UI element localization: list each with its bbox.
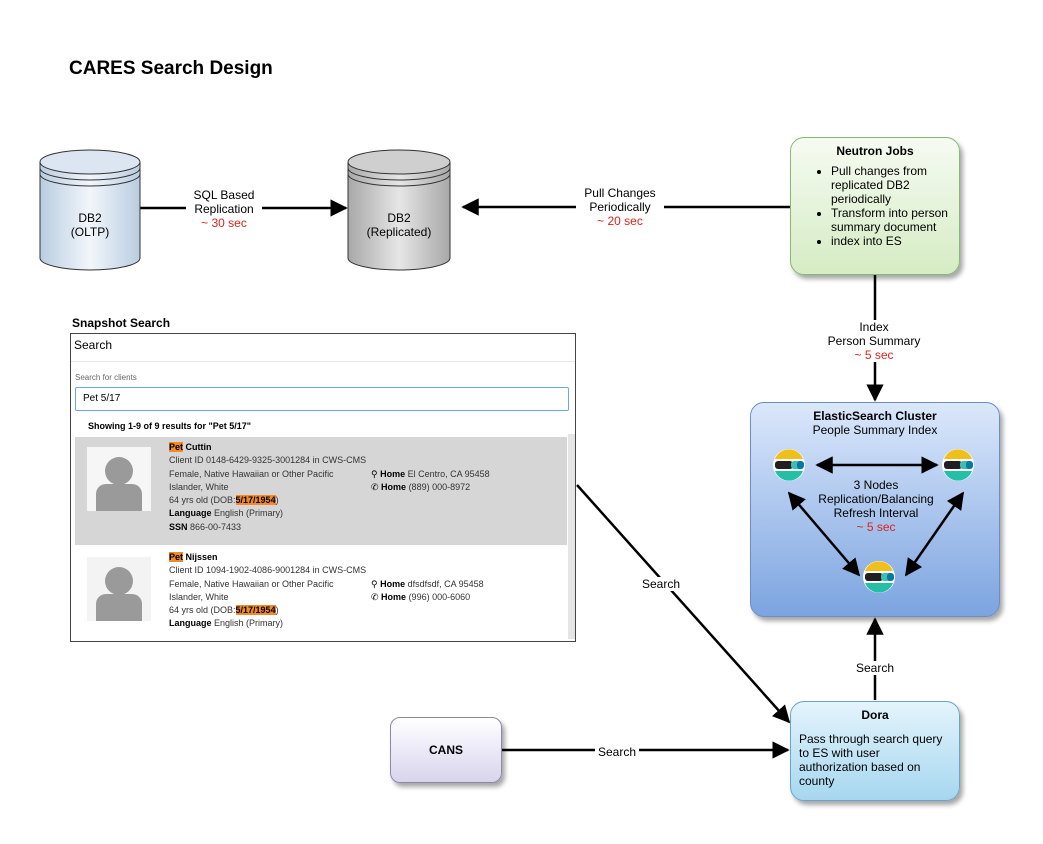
db2-replicated-label: DB2(Replicated)	[366, 211, 432, 239]
person-placeholder-icon	[87, 447, 151, 511]
divider	[71, 361, 575, 362]
sql-replication-label: SQL Based Replication ~ 30 sec	[186, 188, 262, 230]
scrollbar[interactable]	[568, 434, 575, 639]
dora-title: Dora	[861, 708, 889, 722]
client-id: Client ID 1094-1902-4086-9001284 in CWS-…	[169, 565, 367, 576]
result-name: Pet Cuttin	[169, 442, 212, 452]
demographics: Islander, White	[169, 481, 229, 492]
cans-label: CANS	[428, 743, 463, 757]
search-dora-es-label: Search	[853, 661, 897, 675]
age-dob: 64 yrs old (DOB:5/17/1954)	[169, 495, 279, 506]
dora-box: Dora Pass through search query to ES wit…	[790, 701, 960, 801]
map-marker-icon: ⚲	[371, 469, 381, 479]
result-name: Pet Nijssen	[169, 552, 218, 562]
results-count: Showing 1-9 of 9 results for "Pet 5/17"	[88, 421, 252, 431]
pull-changes-label: Pull Changes Periodically ~ 20 sec	[576, 186, 664, 228]
search-snapshot-label: Search	[639, 577, 683, 591]
home-phone: ✆ Home (889) 000-8972	[371, 482, 471, 492]
es-node-icon	[773, 449, 805, 481]
list-item: Transform into person summary document	[831, 206, 955, 234]
list-item: index into ES	[831, 234, 955, 248]
db2-replicated-cylinder	[347, 149, 451, 271]
cans-box: CANS	[390, 717, 502, 783]
client-id: Client ID 0148-6429-9325-3001284 in CWS-…	[169, 455, 367, 466]
es-center-text: 3 Nodes Replication/Balancing Refresh In…	[818, 478, 934, 534]
result-details: Pet Cuttin Client ID 0148-6429-9325-3001…	[169, 441, 366, 534]
language: Language English (Primary)	[169, 508, 284, 519]
list-item: Pull changes from replicated DB2 periodi…	[831, 164, 955, 206]
demographics: Female, Native Hawaiian or Other Pacific	[169, 468, 334, 479]
db2-oltp-cylinder	[39, 149, 141, 271]
phone-icon: ✆	[371, 482, 382, 492]
index-label: Index Person Summary ~ 5 sec	[820, 320, 928, 362]
ssn: SSN 866-00-7433	[169, 521, 242, 532]
es-node-icon	[942, 449, 974, 481]
result-details: Pet Nijssen Client ID 1094-1902-4086-900…	[169, 551, 366, 631]
elasticsearch-cluster-box: ElasticSearch Cluster People Summary Ind…	[750, 402, 1000, 617]
search-input[interactable]: Pet 5/17	[75, 387, 569, 411]
edge-snapshot-dora	[576, 484, 791, 724]
neutron-jobs-title: Neutron Jobs	[836, 144, 914, 158]
home-address: ⚲ Home El Centro, CA 95458	[371, 469, 490, 479]
snapshot-search-panel: Search Search for clients Pet 5/17 Showi…	[70, 333, 576, 642]
search-field-label: Search for clients	[75, 373, 137, 382]
age-dob: 64 yrs old (DOB:5/17/1954)	[169, 605, 279, 616]
person-placeholder-icon	[87, 557, 151, 621]
phone-icon: ✆	[371, 592, 382, 602]
neutron-jobs-list: Pull changes from replicated DB2 periodi…	[791, 164, 959, 248]
map-marker-icon: ⚲	[371, 579, 381, 589]
home-address: ⚲ Home dfsdfsdf, CA 95458	[371, 579, 484, 589]
demographics: Female, Native Hawaiian or Other Pacific	[169, 578, 334, 589]
search-result[interactable]: Pet Cuttin Client ID 0148-6429-9325-3001…	[75, 437, 567, 545]
es-node-icon	[863, 561, 895, 593]
db2-oltp-label: DB2(OLTP)	[70, 211, 110, 239]
neutron-jobs-box: Neutron Jobs Pull changes from replicate…	[790, 137, 960, 275]
es-node-links	[773, 449, 974, 593]
es-title: ElasticSearch Cluster People Summary Ind…	[812, 409, 938, 437]
search-header: Search	[74, 338, 113, 352]
search-result[interactable]: Pet Nijssen Client ID 1094-1902-4086-900…	[75, 547, 567, 641]
snapshot-caption: Snapshot Search	[72, 316, 171, 330]
demographics: Islander, White	[169, 591, 229, 602]
page-title: CARES Search Design	[69, 58, 273, 79]
search-cans-label: Search	[595, 745, 639, 759]
language: Language English (Primary)	[169, 618, 284, 629]
dora-description: Pass through search query to ES with use…	[799, 732, 943, 788]
home-phone: ✆ Home (996) 000-6060	[371, 592, 471, 602]
